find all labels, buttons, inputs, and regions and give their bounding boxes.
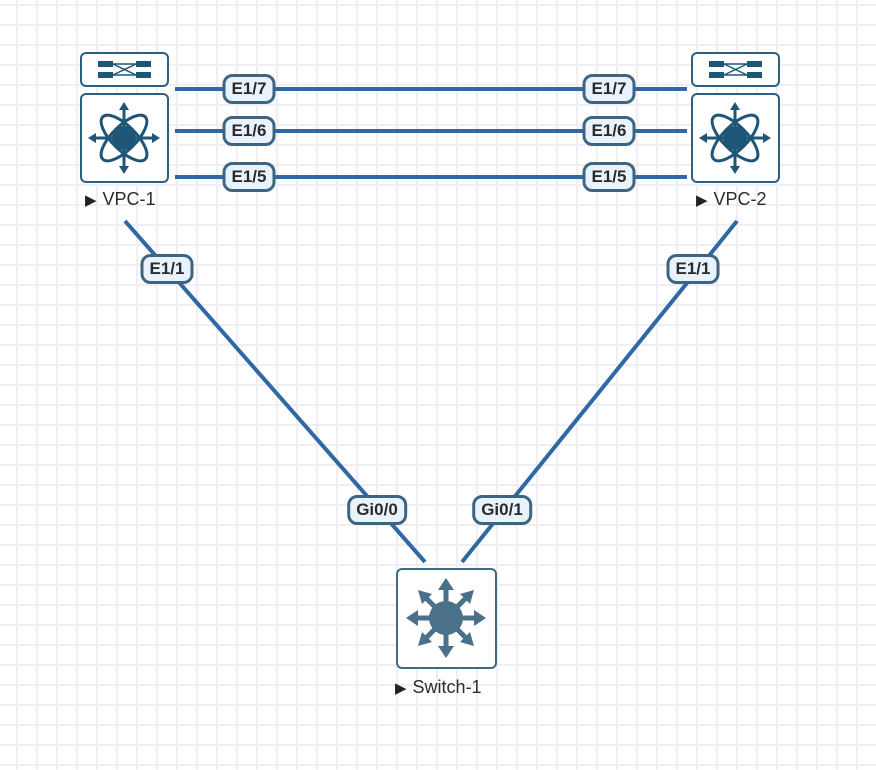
port-label-vpc2-e1-7[interactable]: E1/7 [582, 74, 636, 104]
port-label-vpc1-e1-7[interactable]: E1/7 [222, 74, 276, 104]
switch1-box[interactable] [396, 568, 497, 669]
port-label-switch1-gi0-0[interactable]: Gi0/0 [347, 495, 407, 525]
vpc2-chassis-box[interactable] [691, 93, 780, 183]
port-label-vpc2-e1-6[interactable]: E1/6 [582, 116, 636, 146]
vpc1-name: VPC-1 [102, 189, 156, 209]
switch1-label[interactable]: ▶ Switch-1 [395, 677, 482, 698]
nexus-switch-icon [88, 102, 160, 174]
expand-triangle-icon[interactable]: ▶ [85, 192, 97, 209]
port-label-vpc2-e1-5[interactable]: E1/5 [582, 162, 636, 192]
switch1-name: Switch-1 [412, 677, 482, 697]
vpc2-label[interactable]: ▶ VPC-2 [696, 189, 767, 210]
expand-triangle-icon[interactable]: ▶ [696, 192, 708, 209]
vpc1-supervisor-box[interactable] [80, 52, 169, 87]
crossover-icon [98, 61, 151, 78]
port-label-vpc1-e1-1[interactable]: E1/1 [140, 254, 194, 284]
expand-triangle-icon[interactable]: ▶ [395, 680, 407, 697]
port-label-switch1-gi0-1[interactable]: Gi0/1 [472, 495, 532, 525]
nexus-switch-icon [699, 102, 771, 174]
vpc1-chassis-box[interactable] [80, 93, 169, 183]
port-label-vpc1-e1-5[interactable]: E1/5 [222, 162, 276, 192]
vpc2-supervisor-box[interactable] [691, 52, 780, 87]
layer3-switch-icon [406, 578, 486, 658]
vpc2-name: VPC-2 [713, 189, 767, 209]
crossover-icon [709, 61, 762, 78]
port-label-vpc1-e1-6[interactable]: E1/6 [222, 116, 276, 146]
vpc1-label[interactable]: ▶ VPC-1 [85, 189, 156, 210]
port-label-vpc2-e1-1[interactable]: E1/1 [666, 254, 720, 284]
